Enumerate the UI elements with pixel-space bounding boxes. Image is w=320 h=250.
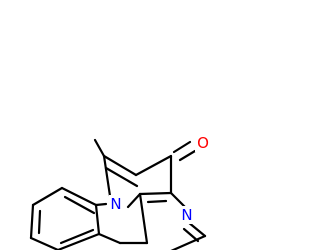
bond-benzo-n <box>94 202 108 207</box>
bond-c7-n <box>102 154 112 198</box>
atom-labels: N N O <box>109 134 211 224</box>
molecule-structure: N N O <box>29 134 211 250</box>
bond-benzo-2 <box>31 186 64 207</box>
bond-c8b-c8a <box>138 192 149 245</box>
bond-n-c8b <box>126 192 142 209</box>
bond-c8b-c4a-double <box>146 199 168 204</box>
bond-npyr-c2 <box>186 220 207 238</box>
o-carbonyl-label-bg <box>195 134 211 152</box>
n-indole-label-bg <box>109 195 123 213</box>
bond-methyl <box>93 138 106 158</box>
bond-carbonyl-double <box>178 149 197 162</box>
o-carbonyl-label: O <box>197 134 209 152</box>
bond-benzo-5-double <box>59 228 95 245</box>
bond-c7-c6-double <box>104 166 139 188</box>
bond-c8b-c4a <box>138 191 173 196</box>
bond-c2-c3 <box>170 234 207 250</box>
bond-c7-c6 <box>102 154 138 177</box>
bond-benzo-6 <box>94 203 101 236</box>
bond-benzo-3 <box>29 203 35 240</box>
bond-c6-c5 <box>134 154 173 177</box>
bond-c4a-npyr <box>169 191 188 210</box>
bond-benzo-4 <box>29 236 60 250</box>
bond-benzo-1-double <box>63 195 96 215</box>
bond-benzo-1 <box>60 186 98 207</box>
n-indole-label: N <box>110 195 121 213</box>
bond-benzo-3-double <box>37 209 42 235</box>
bond-benzo-c8a <box>97 232 122 245</box>
bond-benzo-5 <box>56 232 101 250</box>
bonds <box>29 138 207 250</box>
n-pyridine-label: N <box>181 206 192 224</box>
n-pyridine-label-bg <box>180 206 194 224</box>
bond-carbonyl <box>172 140 192 154</box>
